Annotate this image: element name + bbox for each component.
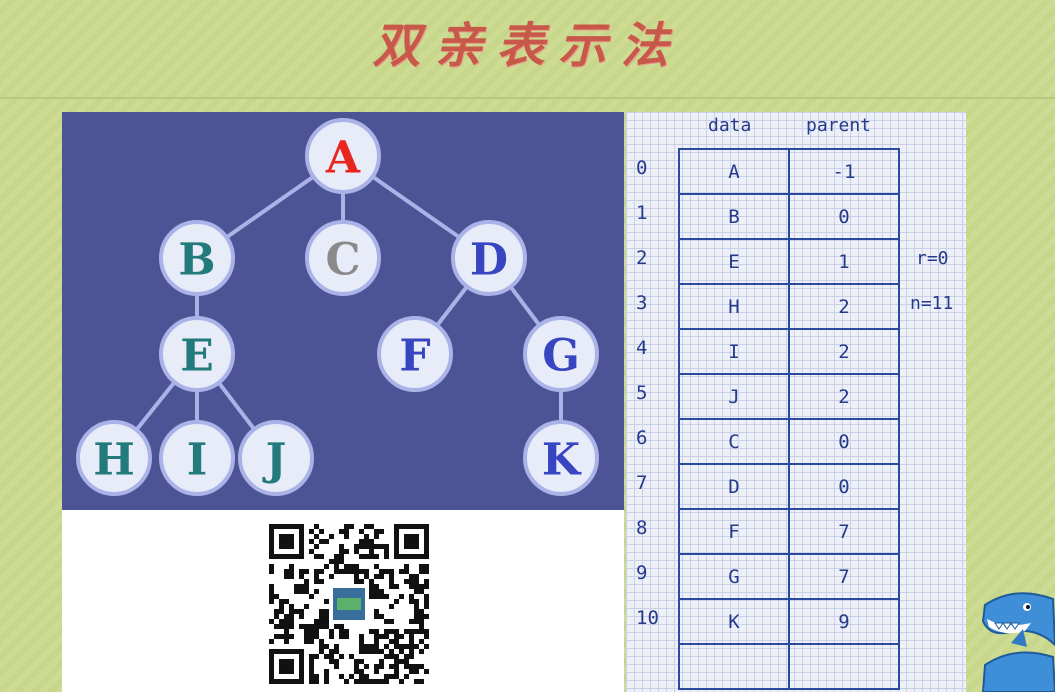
cell-data: G bbox=[678, 553, 790, 600]
cell-data: B bbox=[678, 193, 790, 240]
cell-parent: 1 bbox=[788, 238, 900, 285]
row-index: 10 bbox=[636, 607, 659, 629]
column-header-data: data bbox=[708, 115, 752, 136]
tree-node-I: I bbox=[159, 420, 235, 496]
tree-node-label: G bbox=[542, 331, 580, 382]
tree-diagram: A B C D E F G H I J K bbox=[62, 112, 624, 510]
cell-parent: 7 bbox=[788, 553, 900, 600]
row-index: 2 bbox=[636, 247, 648, 269]
tree-node-label: H bbox=[93, 435, 135, 486]
cell-parent: 7 bbox=[788, 508, 900, 555]
qr-panel bbox=[62, 510, 624, 692]
cell-parent: 0 bbox=[788, 463, 900, 510]
cell-data: K bbox=[678, 598, 790, 645]
cell-data: H bbox=[678, 283, 790, 330]
tree-node-label: K bbox=[542, 435, 582, 486]
cell-parent: 0 bbox=[788, 193, 900, 240]
cell-parent bbox=[788, 643, 900, 690]
tree-node-F: F bbox=[377, 316, 453, 392]
tree-node-label: D bbox=[470, 235, 508, 286]
tree-node-label: C bbox=[325, 235, 360, 286]
cell-data: D bbox=[678, 463, 790, 510]
table-row: A-1 bbox=[678, 148, 900, 195]
cell-data bbox=[678, 643, 790, 690]
cell-data: A bbox=[678, 148, 790, 195]
tree-node-circle bbox=[523, 316, 599, 392]
table-row bbox=[678, 643, 900, 690]
tree-node-label: I bbox=[187, 435, 208, 486]
tree-node-G: G bbox=[523, 316, 599, 392]
column-header-parent: parent bbox=[806, 115, 872, 136]
tree-node-circle bbox=[238, 420, 314, 496]
row-index: 3 bbox=[636, 292, 648, 314]
cell-parent: -1 bbox=[788, 148, 900, 195]
tree-node-H: H bbox=[76, 420, 152, 496]
count-note: n=11 bbox=[910, 293, 954, 314]
tree-node-circle bbox=[305, 220, 381, 296]
cell-parent: 2 bbox=[788, 328, 900, 375]
cell-parent: 2 bbox=[788, 373, 900, 420]
cell-parent: 0 bbox=[788, 418, 900, 465]
row-index: 4 bbox=[636, 337, 648, 359]
tree-node-circle bbox=[159, 316, 235, 392]
row-index: 5 bbox=[636, 382, 648, 404]
page-title: 双亲表示法 bbox=[372, 18, 683, 74]
row-index: 1 bbox=[636, 202, 648, 224]
tree-node-circle bbox=[377, 316, 453, 392]
qr-code-icon bbox=[269, 524, 429, 686]
tree-node-J: J bbox=[238, 420, 314, 496]
title-divider bbox=[0, 97, 1055, 99]
root-note: r=0 bbox=[916, 248, 949, 269]
tree-node-circle bbox=[305, 118, 381, 194]
row-index: 8 bbox=[636, 517, 648, 539]
tree-node-label: E bbox=[180, 331, 214, 382]
row-index: 6 bbox=[636, 427, 648, 449]
tree-node-circle bbox=[451, 220, 527, 296]
shark-mascot-icon bbox=[981, 592, 1055, 692]
cell-parent: 2 bbox=[788, 283, 900, 330]
tree-node-label: A bbox=[325, 133, 361, 184]
cell-data: J bbox=[678, 373, 790, 420]
cell-parent: 9 bbox=[788, 598, 900, 645]
row-index: 7 bbox=[636, 472, 648, 494]
cell-data: E bbox=[678, 238, 790, 285]
tree-svg: A B C D E F G H I J K bbox=[76, 118, 599, 496]
tree-node-D: D bbox=[451, 220, 527, 296]
tree-node-label: J bbox=[262, 435, 287, 486]
cell-data: F bbox=[678, 508, 790, 555]
tree-node-C: C bbox=[305, 220, 381, 296]
tree-node-K: K bbox=[523, 420, 599, 496]
tree-node-circle bbox=[159, 220, 235, 296]
tree-node-circle bbox=[523, 420, 599, 496]
cell-data: C bbox=[678, 418, 790, 465]
tree-node-label: B bbox=[178, 235, 215, 286]
tree-node-E: E bbox=[159, 316, 235, 392]
tree-node-label: F bbox=[399, 331, 430, 382]
row-index: 0 bbox=[636, 157, 648, 179]
tree-node-circle bbox=[159, 420, 235, 496]
row-index: 9 bbox=[636, 562, 648, 584]
tree-node-circle bbox=[76, 420, 152, 496]
tree-node-B: B bbox=[159, 220, 235, 296]
cell-data: I bbox=[678, 328, 790, 375]
tree-node-A: A bbox=[305, 118, 381, 194]
